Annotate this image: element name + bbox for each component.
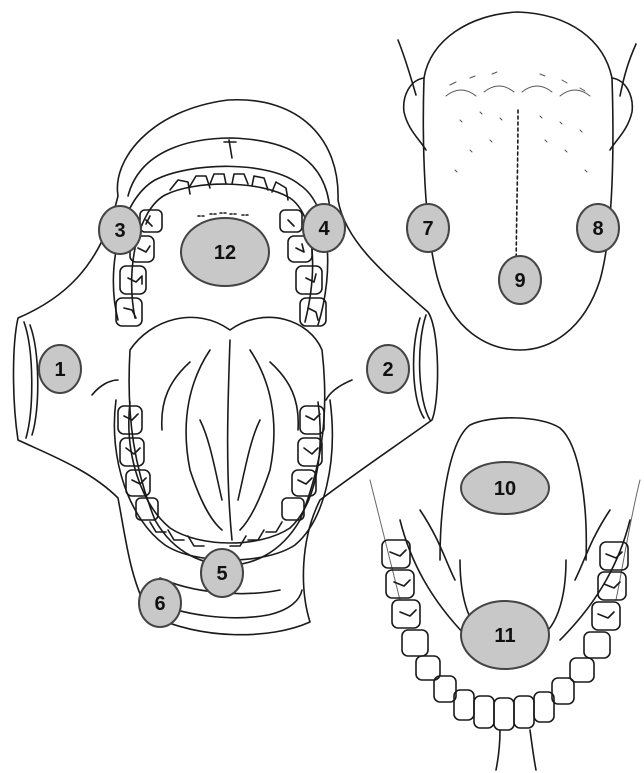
marker-4-label: 4 [318,218,330,240]
marker-7: 7 [407,204,449,252]
marker-8: 8 [577,204,619,252]
marker-12-label: 12 [214,242,236,264]
marker-7-label: 7 [422,218,433,240]
marker-8-label: 8 [592,218,603,240]
marker-6-label: 6 [154,593,165,615]
marker-3-label: 3 [114,220,125,242]
marker-2: 2 [367,345,409,393]
marker-9-label: 9 [514,270,525,292]
marker-12: 12 [181,218,269,286]
marker-1-label: 1 [54,359,65,381]
marker-3: 3 [99,206,141,254]
marker-6: 6 [139,579,181,627]
marker-11-label: 11 [494,625,515,647]
marker-10: 10 [461,462,549,514]
marker-9: 9 [499,256,541,304]
marker-5: 5 [201,549,243,597]
marker-2-label: 2 [382,359,393,381]
marker-11: 11 [461,601,549,669]
marker-4: 4 [303,204,345,252]
marker-5-label: 5 [216,563,227,585]
marker-1: 1 [39,345,81,393]
marker-10-label: 10 [494,478,516,500]
